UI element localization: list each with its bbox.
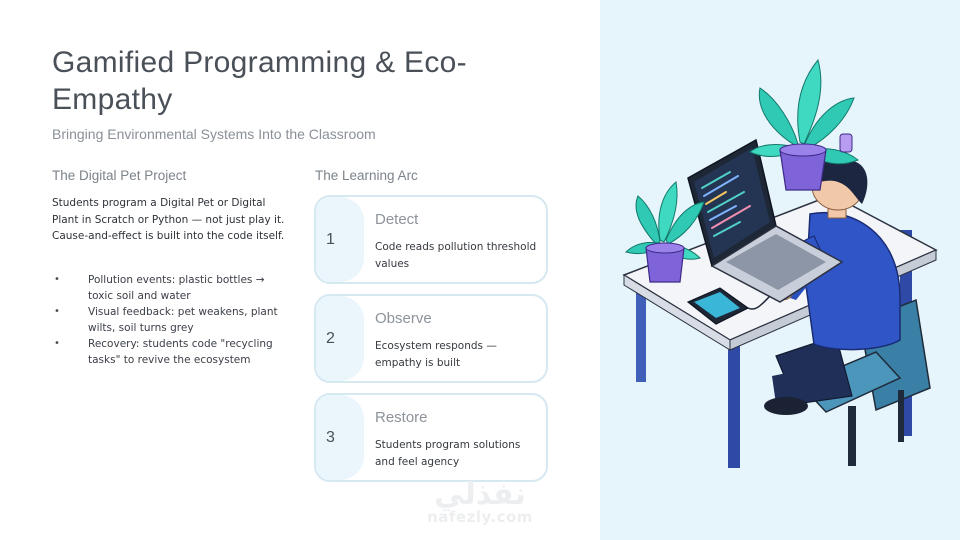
- person-coding-illustration: [622, 58, 938, 468]
- step-description: Students program solutions and feel agen…: [375, 439, 521, 468]
- page-title: Gamified Programming & Eco-Empathy: [52, 46, 467, 116]
- step-card-restore: 3 Restore Students program solutions and…: [314, 393, 548, 482]
- bullet-icon: •: [54, 274, 60, 285]
- step-description: Code reads pollution threshold values: [375, 241, 537, 270]
- bullet-icon: •: [54, 338, 60, 349]
- learning-arc-heading: The Learning Arc: [315, 168, 418, 183]
- list-item: • Visual feedback: pet weakens, plant wil…: [52, 304, 292, 336]
- illustration-panel: [600, 0, 960, 540]
- bullet-icon: •: [54, 306, 60, 317]
- step-description: Ecosystem responds — empathy is built: [375, 340, 497, 369]
- step-number: 3: [326, 429, 335, 446]
- phone-icon: [686, 287, 771, 325]
- step-label: Observe: [375, 310, 432, 327]
- step-number-tab: [316, 197, 364, 282]
- plant-icon: [749, 58, 859, 191]
- list-item: • Pollution events: plastic bottles → tox…: [52, 272, 292, 304]
- bullet-text: Visual feedback: pet weakens, plant wilt…: [88, 306, 278, 334]
- watermark-latin: nafezly.com: [427, 508, 533, 526]
- step-number-tab: [316, 296, 364, 381]
- bullet-text: Recovery: students code "recycling tasks…: [88, 338, 273, 366]
- step-label: Restore: [375, 409, 428, 426]
- plant-icon: [625, 181, 705, 283]
- watermark: نفذلي nafezly.com: [420, 477, 540, 527]
- bullet-list: • Pollution events: plastic bottles → tox…: [52, 272, 292, 368]
- page-subtitle: Bringing Environmental Systems Into the …: [52, 126, 376, 142]
- step-card-detect: 1 Detect Code reads pollution threshold …: [314, 195, 548, 284]
- watermark-arabic: نفذلي: [434, 477, 526, 512]
- step-number-tab: [316, 395, 364, 480]
- intro-paragraph: Students program a Digital Pet or Digita…: [52, 197, 285, 243]
- bullet-text: Pollution events: plastic bottles → toxi…: [88, 274, 265, 302]
- step-label: Detect: [375, 211, 419, 228]
- step-number: 2: [326, 330, 335, 347]
- step-number: 1: [326, 231, 335, 248]
- step-card-observe: 2 Observe Ecosystem responds — empathy i…: [314, 294, 548, 383]
- digital-pet-heading: The Digital Pet Project: [52, 168, 187, 183]
- laptop-icon: [687, 138, 844, 303]
- list-item: • Recovery: students code "recycling task…: [52, 336, 292, 368]
